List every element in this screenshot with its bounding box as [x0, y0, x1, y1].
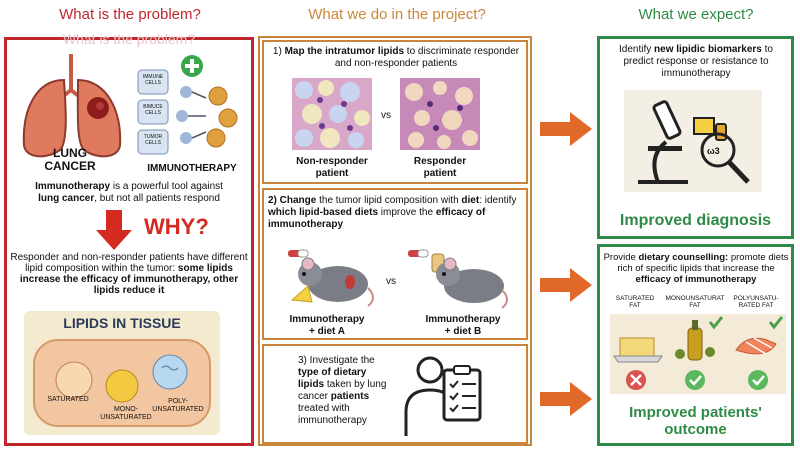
- diet-a-label: Immunotherapy + diet A: [289, 314, 365, 337]
- arrow-to-outcome-2: [540, 382, 592, 416]
- tumor-cells-label: TUMOR CELLS: [143, 134, 163, 146]
- patient-questionnaire-icon: [404, 356, 482, 436]
- immune-cells-label: IMMUNE CELLS: [142, 74, 164, 86]
- mouse-diet-b-illustration: [408, 249, 508, 309]
- why-text: WHY?: [144, 214, 209, 239]
- lung-cancer-illustration: [22, 54, 122, 158]
- diet-b-label: Immunotherapy + diet B: [425, 314, 501, 337]
- arrow-to-diagnosis: [540, 112, 592, 146]
- bimuce-cells-label: BIMUCE CELLS: [143, 104, 163, 116]
- vs-label-1: vs: [381, 110, 391, 121]
- saturated-label: SATURATED: [47, 396, 89, 403]
- mouse-diet-a-illustration: [288, 249, 374, 307]
- step3-box: [262, 344, 528, 444]
- lung-cancer-label: LUNG CANCER: [44, 146, 96, 173]
- vs-label-2: vs: [386, 276, 396, 287]
- immunotherapy-illustration: [137, 55, 238, 155]
- non-responder-label: Non-responder patient: [296, 156, 368, 179]
- biomarkers-text: Identify new lipidic biomarkers to predi…: [619, 44, 773, 79]
- diagnosis-box: [597, 36, 794, 239]
- step1-box: [262, 40, 528, 184]
- problem-header: What is the problem?: [59, 6, 201, 23]
- polyunsaturated-label: POLY- UNSATURATED: [152, 398, 204, 413]
- step1-text: 1) Map the intratumor lipids to discrimi…: [272, 46, 520, 69]
- polyunsaturated-fat-label: POLYUNSATU- RATED FAT: [733, 295, 779, 309]
- down-arrow-icon: [96, 210, 132, 250]
- problem-ghost-header: What is the problem?: [62, 31, 196, 47]
- lipid-difference-text: Responder and non-responder patients hav…: [10, 252, 248, 296]
- improved-outcome-label: Improved patients' outcome: [629, 404, 762, 438]
- monounsaturated-fat-label: MONOUNSATURAT FAT: [665, 295, 725, 309]
- expect-header: What we expect?: [638, 6, 754, 23]
- lipids-tissue-illustration: [33, 339, 211, 427]
- arrow-to-outcome-1: [540, 268, 592, 302]
- dietary-counselling-text: Provide dietary counselling: promote die…: [603, 252, 789, 285]
- responder-label: Responder patient: [413, 156, 467, 179]
- outcome-box: [597, 244, 794, 446]
- monounsaturated-label: MONO- UNSATURATED: [100, 406, 152, 421]
- improved-diagnosis-label: Improved diagnosis: [619, 212, 772, 229]
- step2-text: 2) Change the tumor lipid composition wi…: [268, 195, 517, 230]
- immunotherapy-tool-text: Immunotherapy is a powerful tool against…: [35, 181, 223, 204]
- project-header: What we do in the project?: [308, 6, 486, 23]
- saturated-fat-label: SATURATED FAT: [615, 295, 655, 309]
- problem-box: [4, 37, 254, 446]
- project-outer-box: [258, 36, 532, 446]
- microscope-illustration: [624, 90, 762, 192]
- omega3-label: ω3: [707, 146, 720, 156]
- non-responder-tissue-image: [292, 78, 372, 150]
- fats-illustration: [610, 314, 786, 394]
- lipids-tissue-title: LIPIDS IN TISSUE: [63, 315, 181, 331]
- step2-box: [262, 188, 528, 340]
- step3-text: 3) Investigate the type of dietary lipid…: [298, 355, 387, 426]
- responder-tissue-image: [400, 78, 480, 150]
- immunotherapy-label: IMMUNOTHERAPY: [147, 163, 237, 174]
